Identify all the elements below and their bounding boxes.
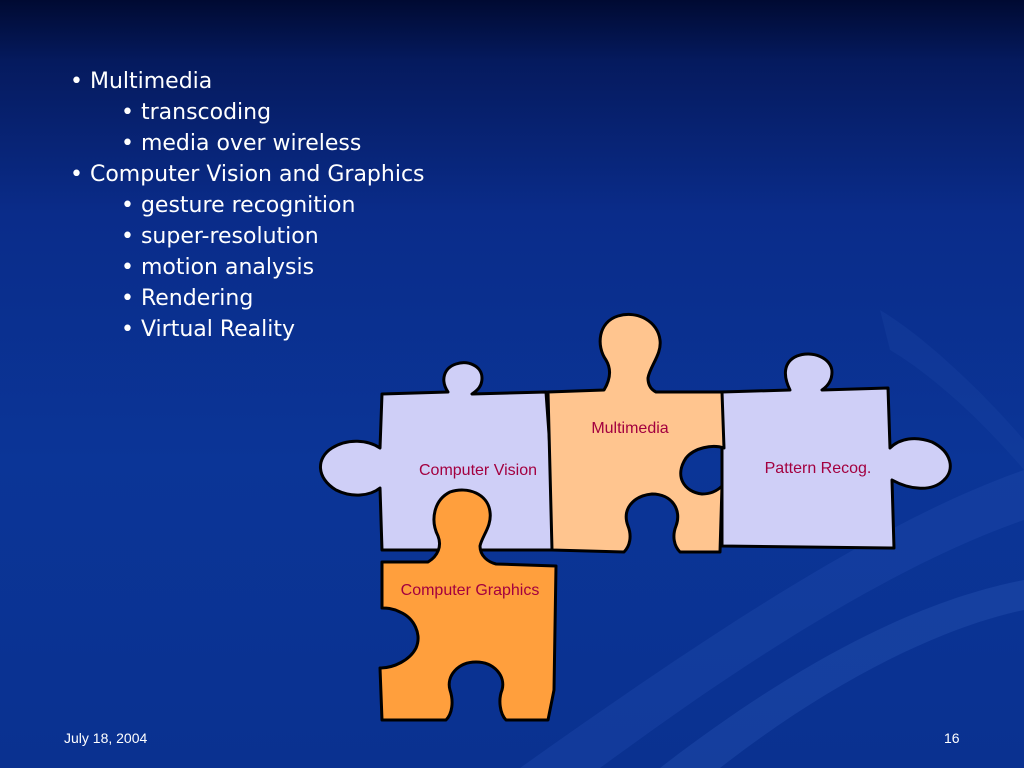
pattern-recog-label: Pattern Recog.: [765, 460, 872, 477]
bullet-item: • Virtual Reality: [121, 317, 296, 342]
computer-graphics-piece: [378, 488, 558, 722]
bullet-item: • Multimedia: [70, 69, 213, 94]
bullet-item: • gesture recognition: [121, 193, 356, 218]
bullet-item: • media over wireless: [121, 131, 362, 156]
bullet-list: • Multimedia • transcoding • media over …: [70, 66, 425, 345]
bullet-item: • transcoding: [121, 100, 272, 125]
bullet-item: • super-resolution: [121, 224, 319, 249]
bullet-item: • motion analysis: [121, 255, 315, 280]
pattern-recog-piece: [720, 352, 952, 550]
multimedia-label: Multimedia: [591, 420, 668, 437]
multimedia-piece: [546, 313, 726, 554]
slide-number: 16: [944, 730, 960, 746]
footer-date: July 18, 2004: [64, 730, 148, 746]
computer-vision-label: Computer Vision: [419, 462, 537, 479]
bullet-item: • Rendering: [121, 286, 254, 311]
computer-graphics-label: Computer Graphics: [401, 582, 540, 599]
bullet-item: • Computer Vision and Graphics: [70, 162, 425, 187]
